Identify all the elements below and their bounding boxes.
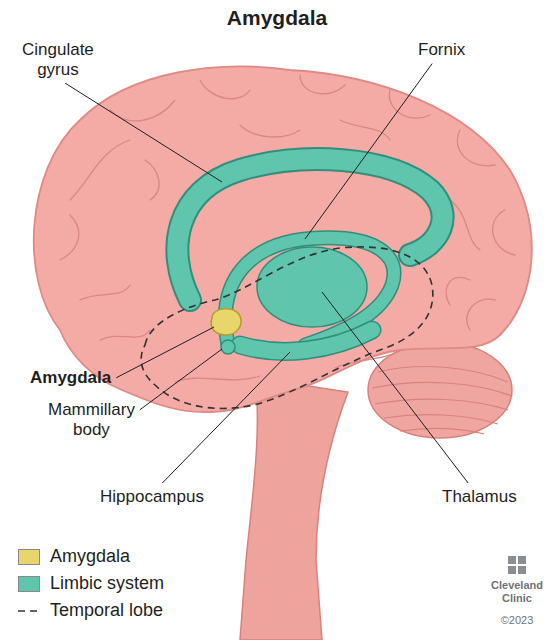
dashed-line	[18, 610, 40, 612]
gyrus-line	[145, 160, 159, 200]
part-label: Mammillary body	[48, 400, 135, 439]
leader-line	[305, 64, 432, 239]
legend-swatch	[18, 549, 40, 565]
amygdala-shape	[211, 309, 241, 335]
cerebellum	[368, 342, 512, 438]
mammillary-body	[221, 340, 235, 354]
gyrus-line	[457, 130, 495, 166]
leader-line	[322, 292, 468, 483]
gyrus-line	[493, 210, 515, 255]
part-label: Amygdala	[30, 368, 111, 388]
leader-line	[116, 327, 214, 378]
cerebellum-folds	[372, 367, 512, 434]
leader-line	[140, 349, 222, 410]
fold-line	[375, 399, 508, 410]
fold-line	[378, 367, 508, 382]
gyrus-line	[467, 299, 495, 330]
gyrus-line	[340, 120, 390, 140]
legend-label: Temporal lobe	[50, 600, 163, 621]
gyrus-line	[80, 285, 130, 300]
logo-square	[508, 556, 516, 564]
gyrus-line	[175, 376, 260, 382]
legend-row: Limbic system	[18, 570, 164, 597]
gyrus-line	[240, 125, 300, 137]
fold-line	[384, 415, 498, 424]
leader-line	[162, 352, 290, 483]
gyrus-line	[300, 75, 345, 94]
hippocampus	[240, 330, 372, 351]
watermark: ©2023	[501, 614, 534, 627]
gyrus-line	[100, 330, 150, 340]
legend-row: Amygdala	[18, 543, 164, 570]
hippocampus-outline	[240, 330, 372, 351]
legend-line-sample	[18, 603, 40, 619]
brainstem	[240, 378, 348, 640]
temporal-lobe-outline	[141, 247, 433, 409]
gyrus-line	[450, 200, 480, 250]
leader-line	[65, 83, 222, 182]
gyrus-line	[200, 80, 250, 99]
fold-line	[400, 429, 484, 434]
gyrus-line	[446, 277, 470, 305]
diagram-title: Amygdala	[0, 6, 554, 30]
legend-swatch	[18, 576, 40, 592]
part-label: Thalamus	[442, 487, 517, 507]
logo-square	[508, 566, 516, 574]
gyrus-line	[60, 215, 79, 260]
logo-square	[518, 556, 526, 564]
cerebrum	[34, 67, 532, 413]
logo-icon	[508, 556, 526, 574]
gyri-lines	[60, 75, 515, 382]
legend-label: Limbic system	[50, 573, 164, 594]
part-label: Cingulate gyrus	[22, 40, 94, 79]
thalamus	[257, 247, 367, 327]
legend: AmygdalaLimbic systemTemporal lobe	[18, 543, 164, 624]
part-label: Fornix	[418, 40, 465, 60]
part-label: Hippocampus	[100, 487, 204, 507]
legend-label: Amygdala	[50, 546, 130, 567]
gyrus-line	[70, 140, 130, 200]
legend-row: Temporal lobe	[18, 597, 164, 624]
logo-square	[518, 566, 526, 574]
watermark: Cleveland Clinic	[491, 579, 543, 604]
